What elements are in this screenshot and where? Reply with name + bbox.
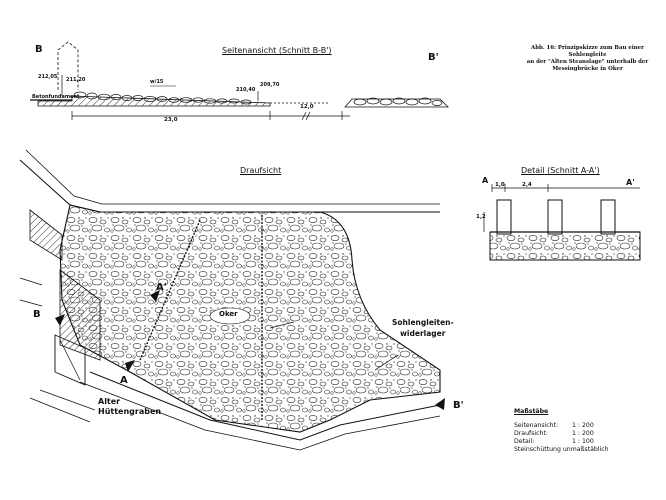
section-marker-B2 [435, 398, 445, 410]
downstream-stone-bed [344, 98, 449, 108]
huettengraben-channel [54, 334, 86, 386]
detail-dim-h: 1,2 [476, 214, 486, 220]
lower-bank-outer [79, 381, 441, 451]
scale-name: Detail: [514, 438, 535, 445]
detail-dim-1: 1,0 [495, 182, 505, 188]
dim-main: 23,0 [164, 117, 178, 123]
plan-view-title: Draufsicht [240, 166, 282, 175]
oker-label-bg [209, 307, 251, 325]
graben-label-1: Alter [98, 397, 121, 406]
betonfundament-label: Betonfundament [32, 94, 80, 100]
section-marker-A2 [150, 290, 160, 302]
section-marker-B [55, 314, 65, 326]
scales-block: Maßstäbe Seitenansicht: 1 : 200 Draufsich… [514, 408, 609, 454]
scale-name: Seitenansicht: [514, 422, 559, 429]
side-label-B2: B' [428, 52, 439, 63]
detail-post-2 [547, 199, 563, 235]
scale-row: Seitenansicht: 1 : 200 [514, 422, 609, 430]
section-marker-A [125, 360, 135, 372]
dashed-structure [57, 41, 79, 90]
detail-post-3 [600, 199, 616, 235]
lower-bank [89, 371, 441, 441]
detail-dim-2: 2,4 [522, 182, 532, 188]
side-label-B: B [35, 44, 43, 55]
plan-label-A: A [120, 375, 128, 386]
scale-row: Draufsicht: 1 : 200 [514, 430, 609, 438]
dim-gap: 12,0 [300, 104, 314, 110]
graben-label-2: Hüttengraben [98, 407, 162, 416]
flow-arrow-1 [19, 277, 43, 286]
left-wing-wall [29, 209, 63, 261]
upper-bank-outer [25, 149, 440, 205]
scale-row: Detail: 1 : 100 [514, 438, 609, 446]
caption-line-2: an der "Alten Steanslage" unterhalb der [526, 59, 649, 65]
detail-label-A: A [482, 176, 489, 185]
elevation-4: 209,70 [260, 82, 280, 88]
scale-value: 1 : 200 [572, 430, 594, 437]
plan-view [19, 149, 445, 451]
plan-label-B2: B' [453, 400, 464, 411]
side-view-title: Seitenansicht (Schnitt B-B') [222, 46, 332, 55]
downstream-stones [353, 97, 443, 106]
flow-arrow-3 [269, 321, 295, 329]
figure-caption: Abb. 16: Prinzipskizze zum Bau einer Soh… [525, 45, 650, 73]
widerlager-leader [374, 354, 399, 371]
elevation-1: 212,05 [38, 74, 58, 80]
side-stone-fill [73, 91, 252, 105]
plan-label-A2: A' [156, 282, 167, 293]
detail-post-1 [496, 199, 512, 235]
detail-section [483, 184, 641, 261]
side-view [30, 41, 449, 121]
plan-label-B: B [33, 309, 41, 320]
stone-field [59, 204, 441, 433]
flow-arrow-2 [19, 299, 43, 307]
elevation-3: 210,40 [236, 87, 256, 93]
graben-line [39, 389, 96, 411]
scales-note: Steinschüttung unmaßstäblich [514, 446, 609, 453]
caption-line-3: Messingbrücke in Oker [552, 66, 623, 72]
scale-name: Draufsicht: [514, 430, 548, 437]
widerlager-label-1: Sohlengleiten- [392, 318, 454, 327]
scale-value: 1 : 200 [572, 422, 594, 429]
detail-stone-bed [489, 231, 641, 261]
widerlager-label-2: widerlager [400, 329, 446, 338]
scale-value: 1 : 100 [572, 438, 594, 445]
detail-label-A2: A' [626, 178, 635, 187]
river-label: Oker [219, 310, 238, 318]
elevation-2: 211,20 [66, 77, 86, 83]
detail-title: Detail (Schnitt A-A') [521, 166, 600, 175]
slope-label: w/15 [150, 79, 164, 85]
scales-title: Maßstäbe [514, 408, 549, 415]
sill-line-1 [139, 219, 201, 361]
caption-line-1: Abb. 16: Prinzipskizze zum Bau einer Soh… [531, 45, 644, 58]
